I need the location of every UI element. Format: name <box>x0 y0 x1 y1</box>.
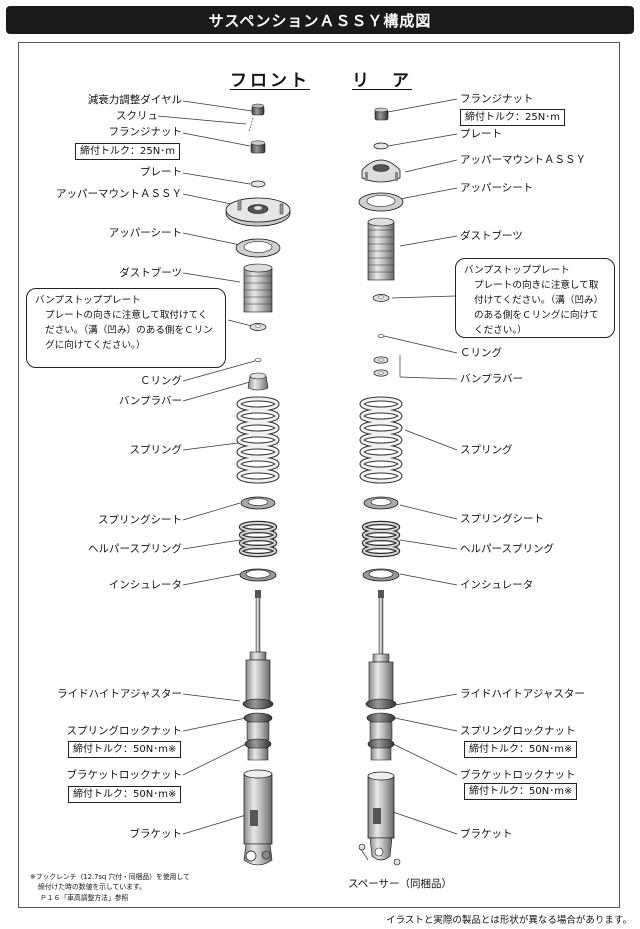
footnote-line-2: 締付けた時の数値を示しています。 <box>38 883 146 891</box>
label-front-spring: スプリング <box>129 444 183 456</box>
label-front-bracket: ブラケット <box>129 828 183 840</box>
label-front-helper-spring: ヘルパースプリング <box>88 543 182 555</box>
rear-leader-lines <box>359 98 458 861</box>
heading-rear: リ ア <box>352 71 412 91</box>
rear-torque-50-box-2: 締付トルク：50N･m※ <box>464 783 578 800</box>
front-spring-seat <box>240 496 276 510</box>
front-bump-stop-note: バンプストッププレート プレートの向きに注意して取付けてください。（溝（凹み）の… <box>26 288 226 368</box>
rear-torque-25-box: 締付トルク：25N･m <box>460 109 565 126</box>
label-front-bracket-lock-nut: ブラケットロックナット <box>66 769 183 781</box>
label-rear-dust-boot: ダストブーツ <box>460 230 523 242</box>
label-front-screw: スクリュ <box>116 110 158 122</box>
label-rear-spring-seat: スプリングシート <box>460 513 544 525</box>
label-rear-upper-seat: アッパーシート <box>460 182 534 194</box>
label-front-c-ring: Ｃリング <box>140 375 182 387</box>
label-rear-insulator: インシュレータ <box>460 579 534 591</box>
front-note-title: バンプストッププレート <box>35 295 141 306</box>
front-damper <box>242 590 274 761</box>
label-rear-bracket: ブラケット <box>460 828 513 840</box>
front-torque-50-box-1: 締付トルク：50N･m※ <box>68 741 182 758</box>
rear-upper-mount <box>361 159 401 183</box>
label-front-spring-lock-nut: スプリングロックナット <box>66 725 183 737</box>
label-rear-bracket-lock-nut: ブラケットロックナット <box>460 769 576 781</box>
label-rear-spacer: スペーサー（同梱品） <box>348 878 453 890</box>
label-front-upper-seat: アッパーシート <box>108 227 182 239</box>
label-rear-flange-nut: フランジナット <box>460 93 534 105</box>
front-upper-seat <box>235 238 281 258</box>
rear-spring-seat <box>363 496 399 510</box>
label-rear-plate: プレート <box>460 128 502 140</box>
rear-helper-spring <box>361 520 401 558</box>
label-rear-c-ring: Ｃリング <box>460 347 502 359</box>
label-rear-ride-height: ライドハイトアジャスター <box>460 688 585 700</box>
footnote-line-3: Ｐ１６「車高調整方法」参照 <box>40 894 129 902</box>
rear-insulator <box>362 568 400 582</box>
front-main-spring <box>236 396 280 484</box>
front-torque-25-box: 締付トルク：25N･m <box>75 143 180 160</box>
rear-damper <box>365 590 397 761</box>
front-damping-dial <box>251 103 265 116</box>
label-front-ride-height: ライドハイトアジャスター <box>57 688 182 700</box>
rear-main-spring <box>359 396 403 484</box>
diagram-frame <box>18 42 620 908</box>
rear-note-body: プレートの向きに注意して取付けてください。（溝（凹み）のある側をＣリングに向けて… <box>474 280 604 336</box>
footnote-line-1: ※フックレンチ（12.7sq 穴付・同梱品）を使用して <box>30 873 190 881</box>
label-front-spring-seat: スプリングシート <box>98 514 182 526</box>
disclaimer: イラストと実際の製品とは形状が異なる場合があります。 <box>386 915 632 926</box>
page-title: サスペンションＡＳＳＹ構成図 <box>208 11 432 30</box>
front-c-ring <box>254 358 262 362</box>
label-front-damping-dial: 減衰力調整ダイヤル <box>87 94 182 106</box>
front-plate <box>250 180 266 188</box>
rear-bump-stop-plate <box>372 294 390 302</box>
rear-c-ring <box>377 334 385 338</box>
label-rear-spring: スプリング <box>460 444 513 456</box>
label-rear-spring-lock-nut: スプリングロックナット <box>460 725 576 737</box>
front-screw <box>248 117 254 133</box>
title-banner: サスペンションＡＳＳＹ構成図 <box>6 6 634 34</box>
front-upper-mount <box>225 197 291 227</box>
label-front-plate: プレート <box>140 166 182 178</box>
rear-dust-boot <box>367 217 395 281</box>
label-rear-upper-mount: アッパーマウントＡＳＳＹ <box>460 154 586 166</box>
label-front-flange-nut: フランジナット <box>108 126 183 138</box>
heading-front: フロント <box>230 71 310 91</box>
rear-bump-stop-note: バンプストッププレート プレートの向きに注意して取付けてください。（溝（凹み）の… <box>455 258 615 338</box>
label-front-upper-mount: アッパーマウントＡＳＳＹ <box>56 188 182 200</box>
rear-bracket <box>367 771 395 861</box>
rear-upper-seat <box>358 192 404 212</box>
front-bump-rubber <box>247 372 269 391</box>
label-front-dust-boot: ダストブーツ <box>119 267 182 279</box>
rear-bump-rubber <box>373 356 389 377</box>
rear-plate <box>373 142 389 150</box>
label-front-bump-rubber: バンプラバー <box>118 395 182 407</box>
front-insulator <box>239 568 277 582</box>
front-helper-spring <box>238 520 278 558</box>
front-torque-50-box-2: 締付トルク：50N･m※ <box>68 786 182 803</box>
front-note-body: プレートの向きに注意して取付けてください。（溝（凹み）のある側をＣリングに向けて… <box>45 310 213 351</box>
label-rear-bump-rubber: バンプラバー <box>460 373 524 385</box>
front-leader-lines <box>157 100 256 835</box>
rear-note-title: バンプストッププレート <box>464 265 570 276</box>
front-bump-stop-plate <box>249 323 267 331</box>
rear-spacer <box>358 843 401 866</box>
rear-torque-50-box-1: 締付トルク：50N･m※ <box>464 741 578 758</box>
front-dust-boot <box>243 263 273 313</box>
front-flange-nut <box>250 140 266 154</box>
label-rear-helper-spring: ヘルパースプリング <box>460 543 554 555</box>
rear-flange-nut <box>374 107 389 121</box>
label-front-insulator: インシュレータ <box>108 579 182 591</box>
front-bracket <box>243 769 273 866</box>
